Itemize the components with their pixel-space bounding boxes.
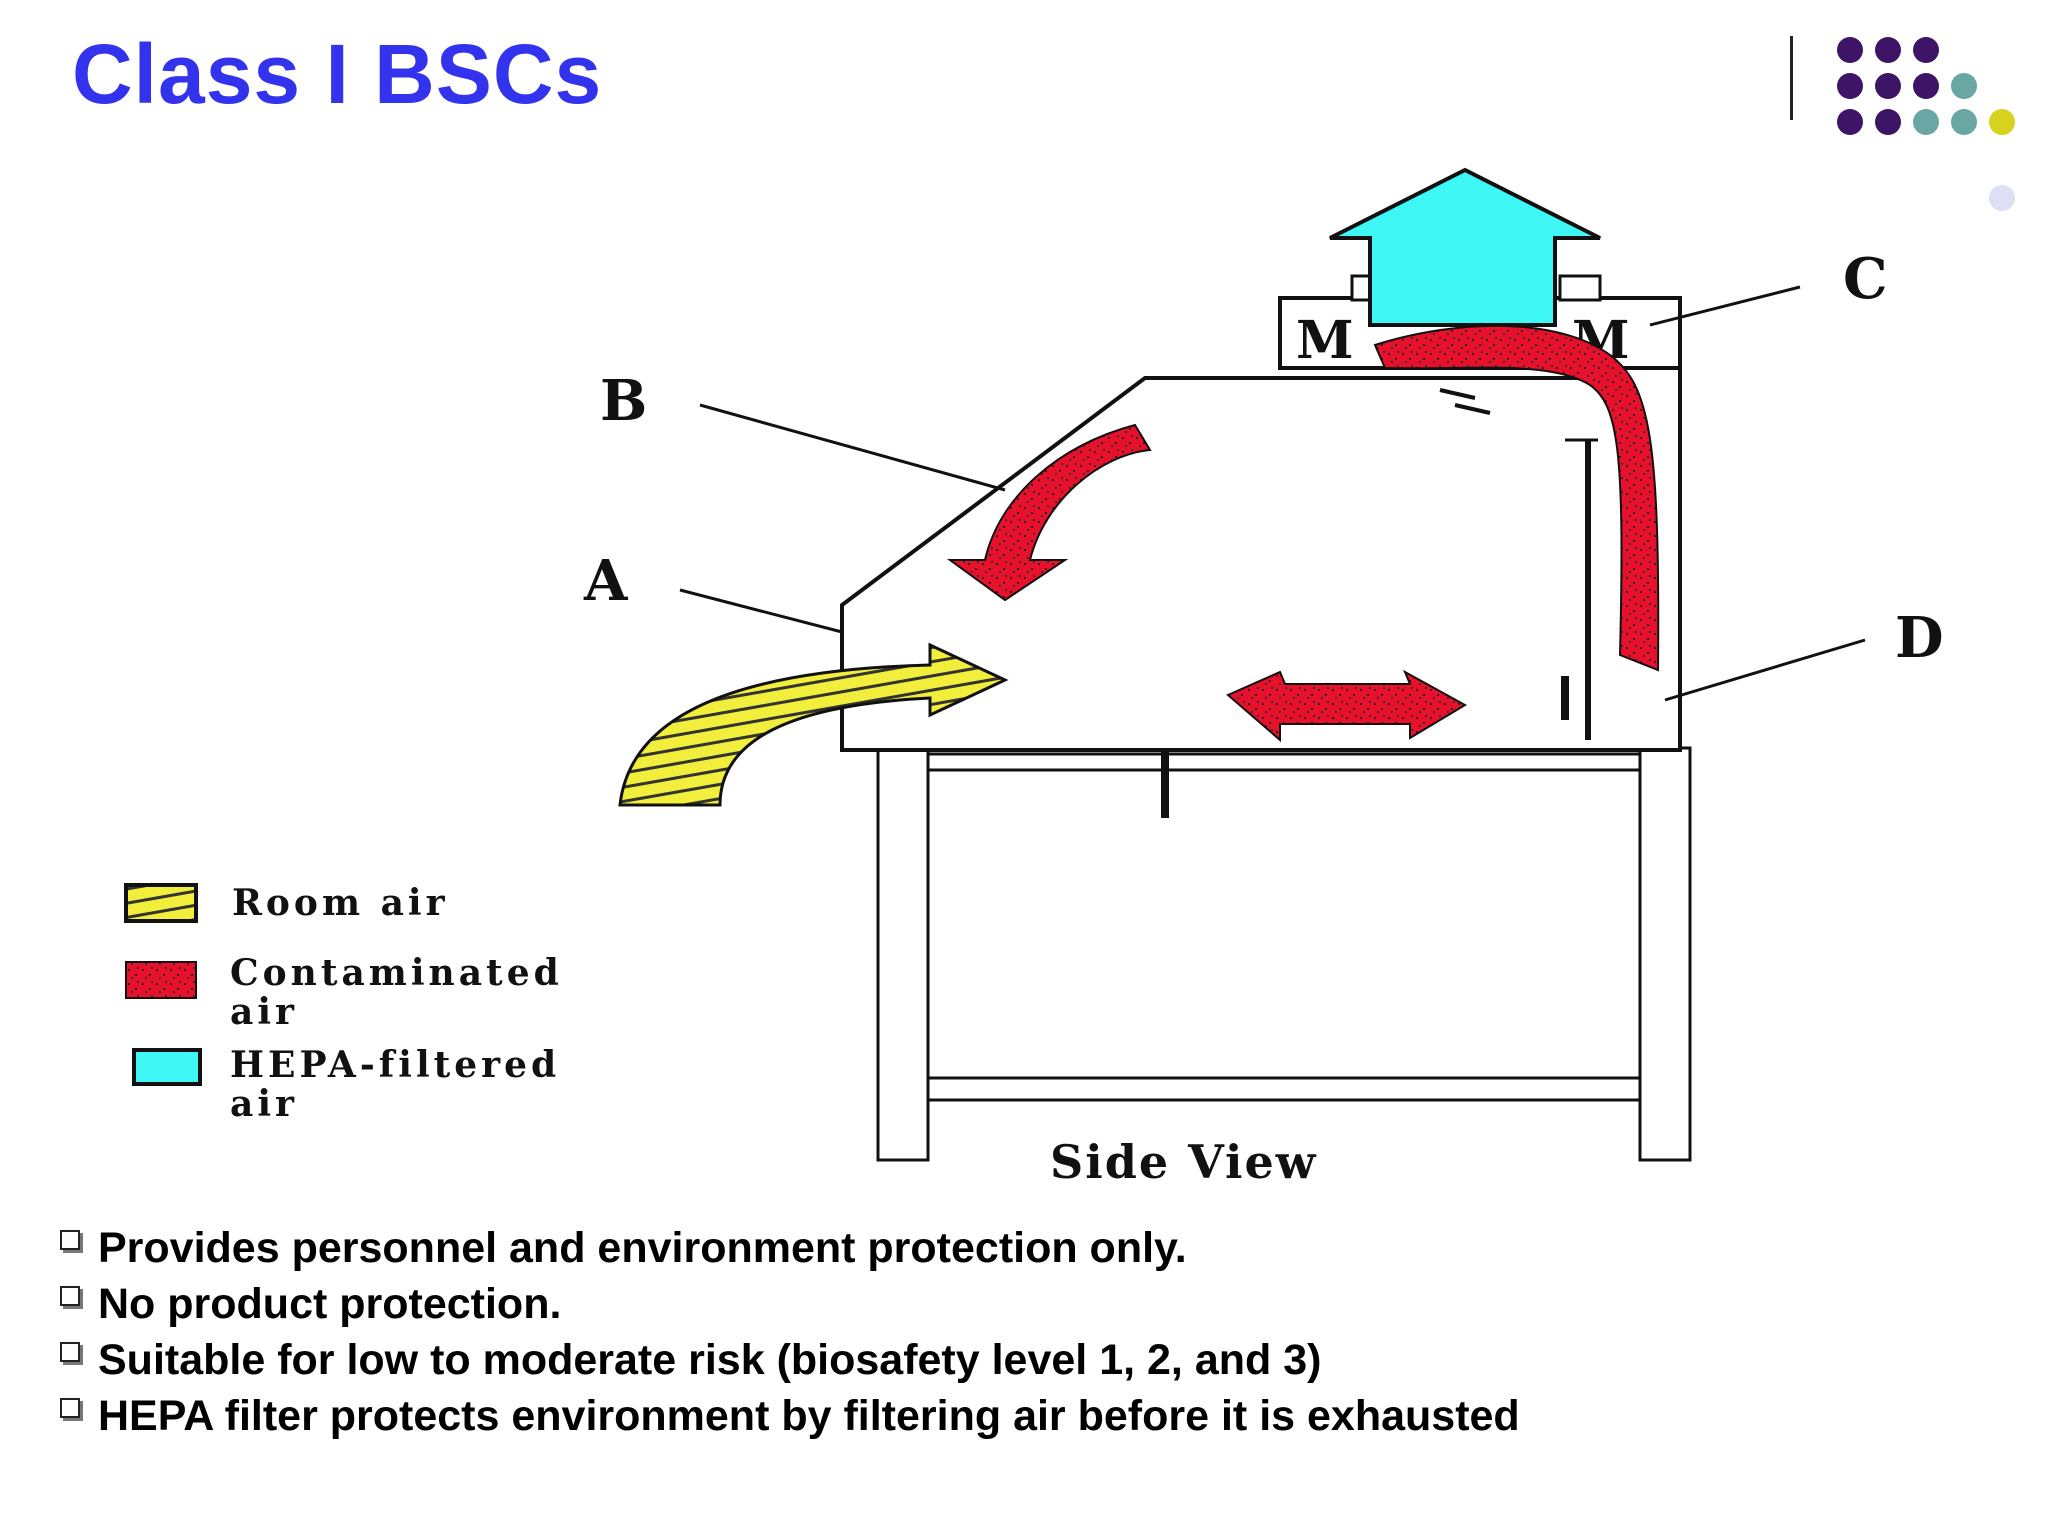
contaminated-air-arrow-middle	[1226, 669, 1468, 743]
bullet-item: Provides personnel and environment prote…	[58, 1220, 1520, 1276]
hepa-exhaust-arrow	[1329, 167, 1601, 327]
label-a: A	[583, 548, 629, 614]
slide-title: Class I BSCs	[72, 27, 603, 121]
legend-room-air: Room air	[232, 882, 449, 924]
label-c: C	[1843, 246, 1888, 312]
decorative-dot-grid	[1837, 37, 2015, 211]
legend-swatch-contaminated	[125, 961, 197, 999]
bullet-text: Provides personnel and environment prote…	[98, 1224, 1187, 1272]
legend-hepa-line1: HEPA-filtered	[230, 1044, 560, 1086]
legend-hepa-line2: air	[230, 1083, 298, 1125]
cabinet-stand	[876, 746, 1692, 1162]
bullet-item: No product protection.	[58, 1276, 1520, 1332]
bullet-text: HEPA filter protects environment by filt…	[98, 1392, 1520, 1440]
checkbox-bullet-icon	[60, 1398, 80, 1418]
bullet-text: Suitable for low to moderate risk (biosa…	[98, 1336, 1322, 1384]
label-b: B	[600, 368, 647, 434]
contaminated-air-duct-flow	[1373, 324, 1660, 672]
checkbox-bullet-icon	[60, 1286, 80, 1306]
legend-swatch-room-air	[124, 883, 198, 923]
svg-text:M: M	[1296, 310, 1354, 371]
label-d: D	[1895, 605, 1944, 671]
bullet-list: Provides personnel and environment prote…	[58, 1220, 1520, 1444]
label-leader-lines	[679, 285, 1866, 702]
legend-contaminated-line1: Contaminated	[230, 952, 563, 994]
side-view-caption: Side View	[1050, 1135, 1317, 1189]
contaminated-air-arrow-upper	[946, 423, 1152, 602]
bullet-text: No product protection.	[98, 1280, 562, 1328]
bullet-item: HEPA filter protects environment by filt…	[58, 1388, 1520, 1444]
legend: Room air Contaminated air HEPA-filtered …	[124, 882, 563, 1125]
bullet-item: Suitable for low to moderate risk (biosa…	[58, 1332, 1520, 1388]
legend-swatch-hepa	[132, 1048, 202, 1086]
room-air-inflow-arrow	[618, 642, 1009, 807]
divider-line	[1790, 36, 1793, 120]
legend-contaminated-line2: air	[230, 991, 298, 1033]
checkbox-bullet-icon	[60, 1342, 80, 1362]
checkbox-bullet-icon	[60, 1230, 80, 1250]
